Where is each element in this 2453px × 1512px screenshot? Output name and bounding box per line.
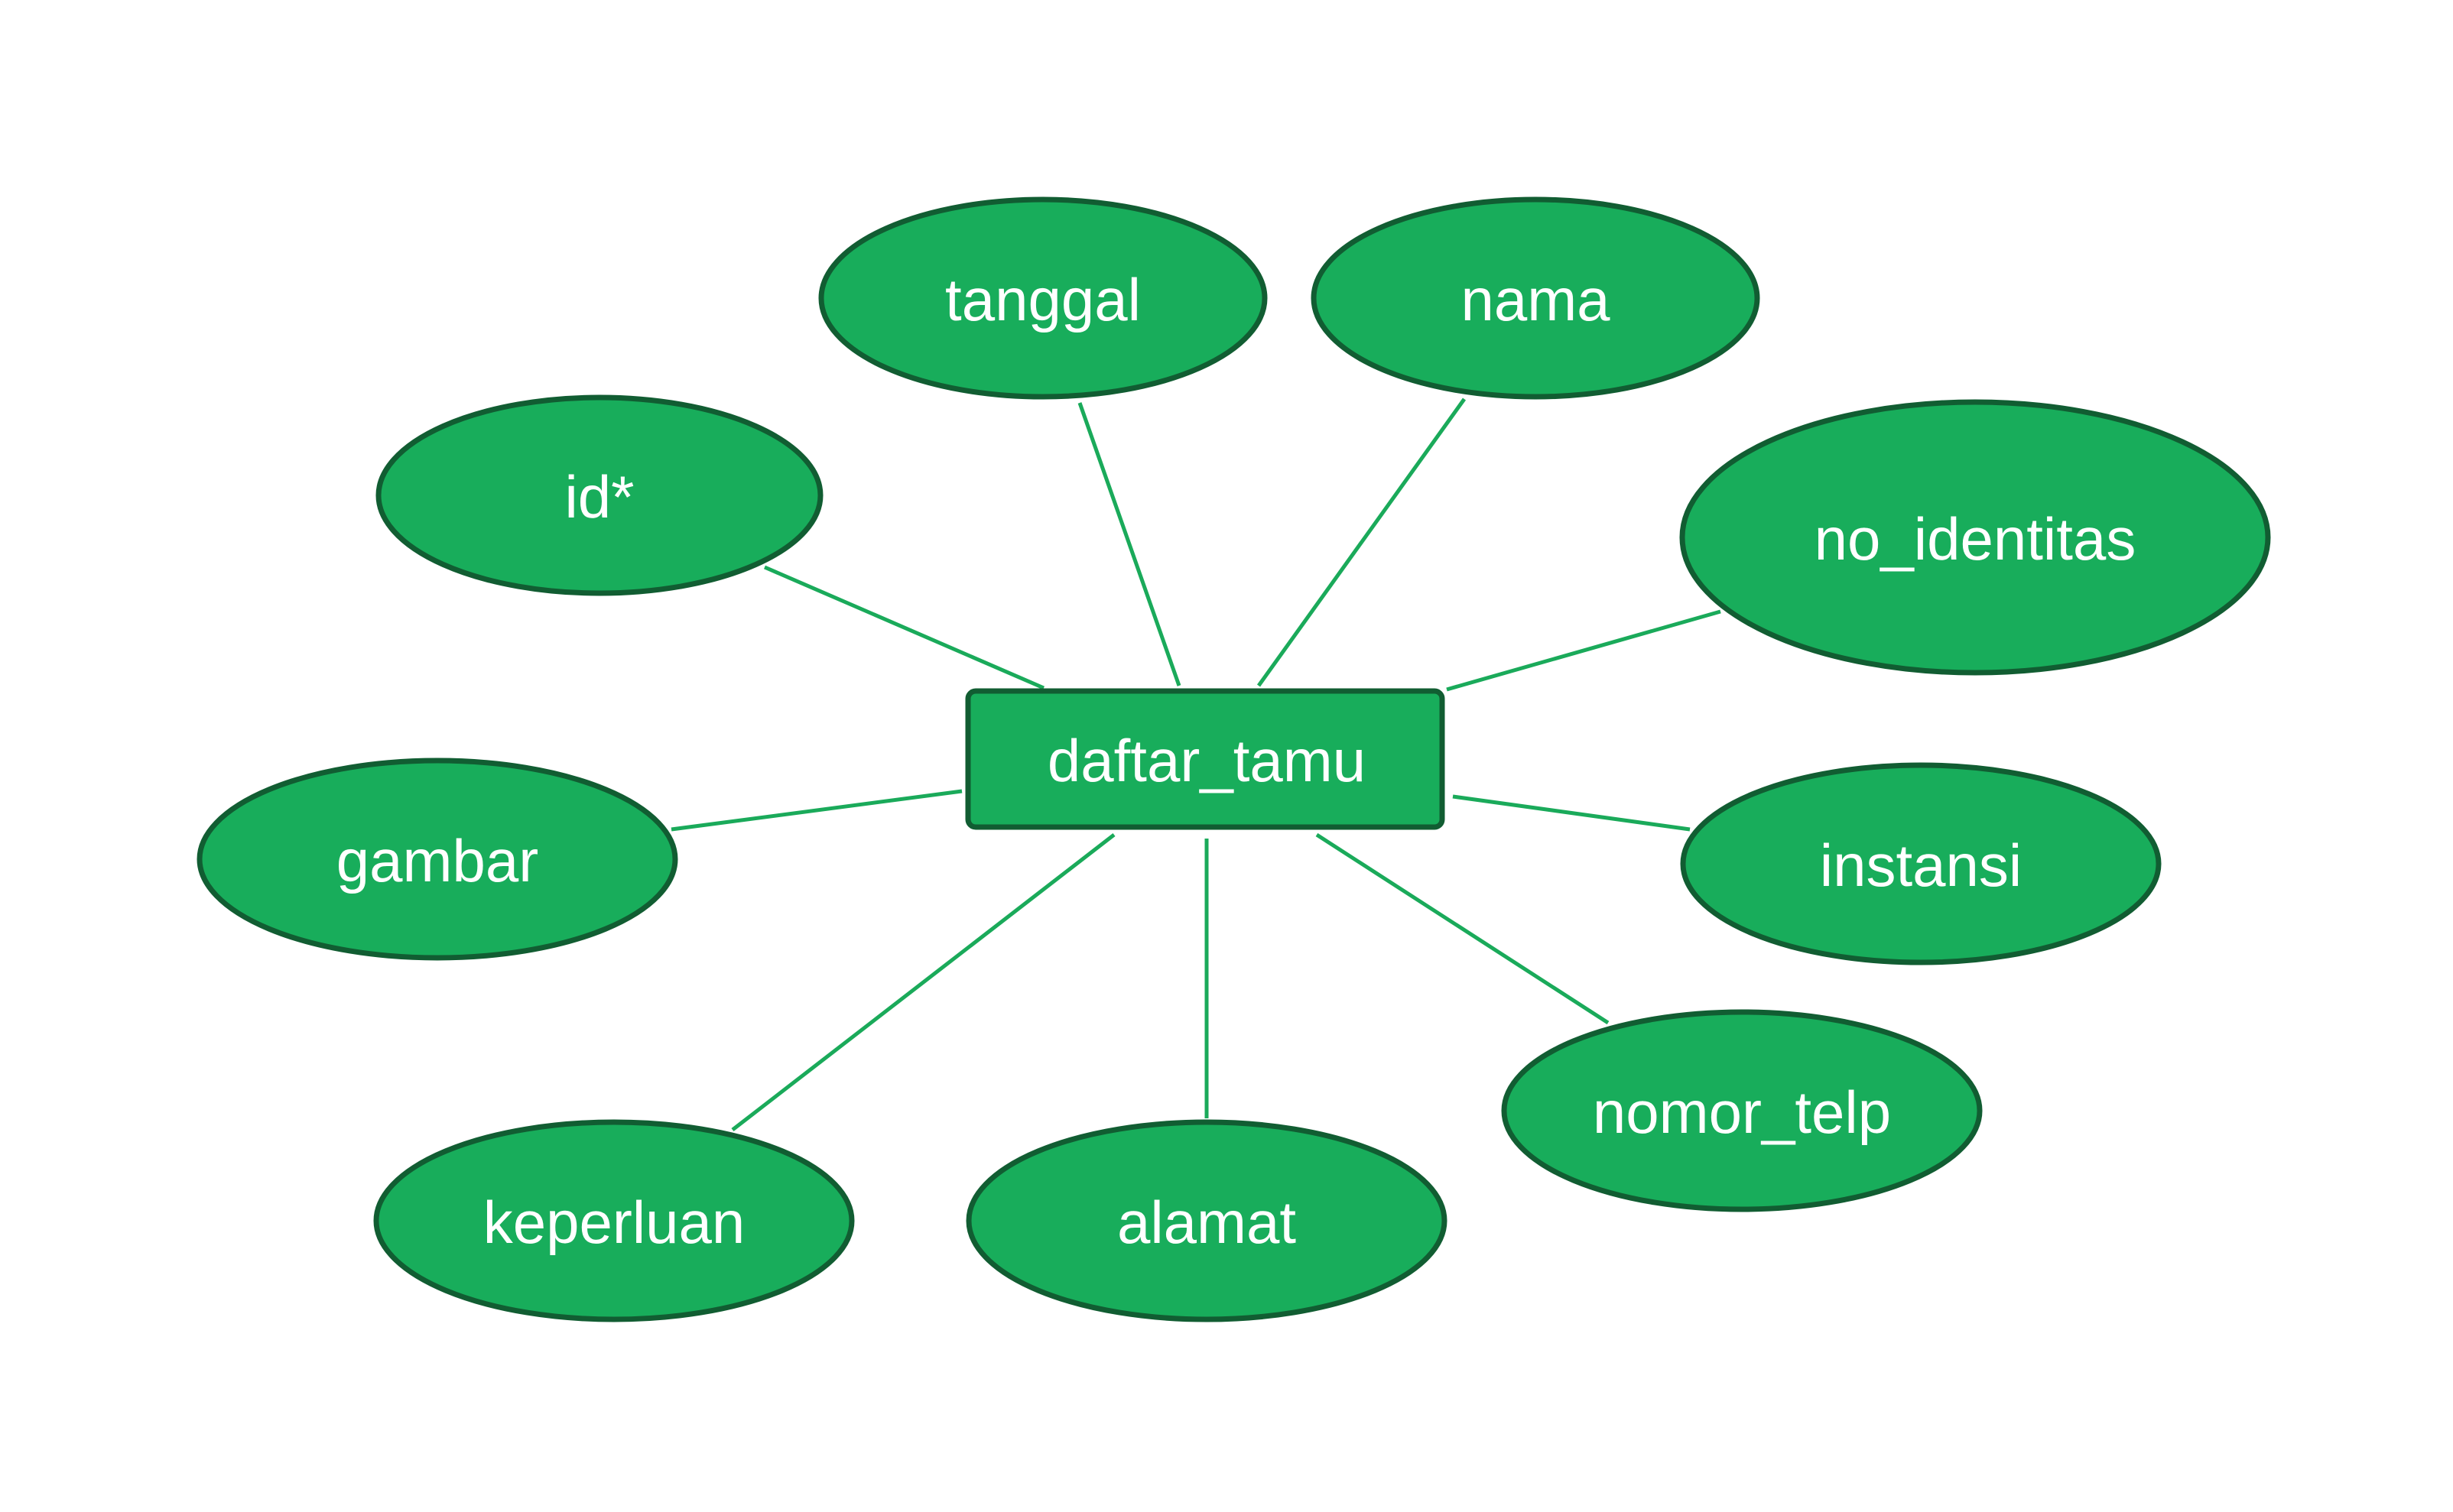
attribute-no-identitas-shape bbox=[1679, 399, 2271, 676]
connectors bbox=[671, 397, 1721, 1131]
attribute-tanggal-shape bbox=[818, 196, 1268, 400]
attribute-gambar[interactable]: gambar bbox=[197, 758, 678, 961]
attribute-keperluan-shape bbox=[373, 1119, 855, 1322]
attribute-no-identitas-label: no_identitas bbox=[1815, 505, 2136, 573]
attribute-nomor-telp[interactable]: nomor_telp bbox=[1501, 1009, 1983, 1212]
connector-nomor-telp bbox=[1315, 832, 1610, 1025]
connector-tanggal bbox=[1077, 402, 1181, 686]
attribute-nama-label: nama bbox=[1460, 266, 1610, 333]
attribute-tanggal-label: tanggal bbox=[945, 266, 1141, 333]
entity-daftar-tamu-label: daftar_tamu bbox=[1048, 727, 1366, 794]
connector-keperluan bbox=[731, 833, 1116, 1131]
connector-id bbox=[764, 565, 1045, 690]
attribute-alamat[interactable]: alamat bbox=[966, 1119, 1447, 1322]
attribute-nama-shape bbox=[1311, 196, 1760, 400]
entity-daftar-tamu[interactable]: daftar_tamu bbox=[965, 688, 1445, 830]
attribute-nama[interactable]: nama bbox=[1311, 196, 1760, 400]
attribute-no-identitas[interactable]: no_identitas bbox=[1679, 399, 2271, 676]
entity-daftar-tamu-shape bbox=[965, 688, 1445, 830]
connector-instansi bbox=[1452, 794, 1691, 832]
attribute-instansi[interactable]: instansi bbox=[1680, 762, 2162, 965]
attribute-gambar-label: gambar bbox=[336, 827, 538, 894]
attribute-alamat-shape bbox=[966, 1119, 1447, 1322]
attribute-nomor-telp-shape bbox=[1501, 1009, 1983, 1212]
attribute-instansi-shape bbox=[1680, 762, 2162, 965]
attribute-id[interactable]: id* bbox=[375, 394, 824, 596]
attribute-gambar-shape bbox=[197, 758, 678, 961]
connector-no-identitas bbox=[1446, 609, 1721, 692]
attribute-id-label: id* bbox=[564, 463, 634, 530]
connector-gambar bbox=[671, 789, 963, 832]
attribute-nomor-telp-label: nomor_telp bbox=[1593, 1079, 1891, 1146]
attribute-alamat-label: alamat bbox=[1117, 1189, 1296, 1256]
attribute-id-shape bbox=[375, 394, 824, 596]
attribute-instansi-label: instansi bbox=[1820, 832, 2022, 899]
connector-nama bbox=[1256, 397, 1467, 687]
attribute-keperluan-label: keperluan bbox=[483, 1189, 746, 1256]
attribute-keperluan[interactable]: keperluan bbox=[373, 1119, 855, 1322]
attribute-tanggal[interactable]: tanggal bbox=[818, 196, 1268, 400]
